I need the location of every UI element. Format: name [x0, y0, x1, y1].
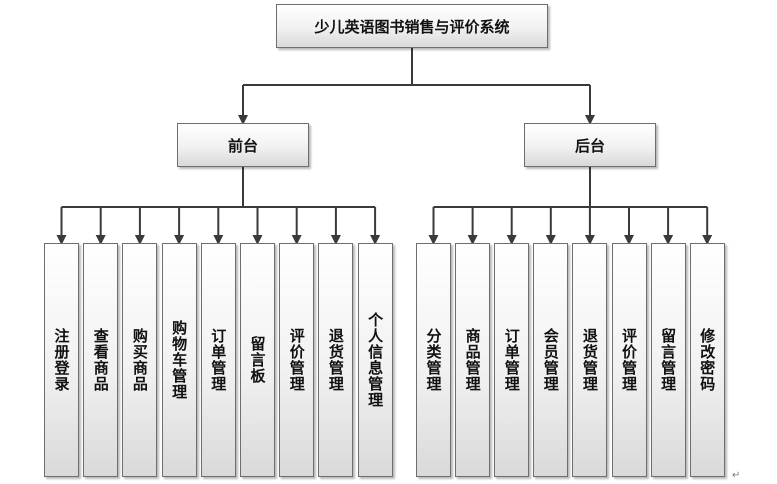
leaf-label: 留言管理 — [659, 328, 678, 392]
branch-label-backend: 后台 — [574, 136, 605, 155]
leaf-node-back-2: 订单管理 — [494, 243, 530, 477]
leaf-label: 修改密码 — [698, 328, 717, 392]
leaf-label: 评价管理 — [620, 328, 638, 392]
leaf-label: 商品管理 — [463, 328, 482, 392]
leaf-node-front-4: 订单管理 — [200, 243, 236, 477]
root-label: 少儿英语图书销售与评价系统 — [314, 17, 510, 36]
leaf-node-front-6: 评价管理 — [279, 243, 315, 477]
leaf-node-front-7: 退货管理 — [318, 243, 354, 477]
leaf-label: 分类管理 — [424, 328, 443, 392]
leaf-node-back-3: 会员管理 — [533, 243, 569, 477]
leaf-node-front-5: 留言板 — [240, 243, 275, 477]
leaf-node-front-3: 购物车管理 — [161, 243, 197, 477]
branch-node-frontend: 前台 — [177, 123, 309, 167]
leaf-node-front-2: 购买商品 — [122, 243, 158, 477]
leaf-node-back-5: 评价管理 — [611, 243, 647, 477]
leaf-node-back-0: 分类管理 — [416, 243, 451, 477]
leaf-node-back-1: 商品管理 — [455, 243, 491, 477]
leaf-label: 退货管理 — [580, 328, 599, 392]
leaf-label: 个人信息管理 — [366, 312, 385, 408]
leaf-node-front-1: 查看商品 — [83, 243, 119, 477]
leaf-label: 订单管理 — [502, 328, 521, 392]
leaf-node-front-8: 个人信息管理 — [357, 243, 393, 477]
leaf-node-back-6: 留言管理 — [650, 243, 686, 477]
leaf-label: 留言板 — [248, 336, 267, 384]
leaf-label: 购物车管理 — [170, 320, 189, 400]
leaf-node-back-4: 退货管理 — [572, 243, 608, 477]
paragraph-mark: ↵ — [732, 470, 741, 481]
leaf-label: 评价管理 — [287, 328, 306, 392]
branch-node-backend: 后台 — [524, 123, 656, 167]
leaf-label: 购买商品 — [130, 328, 149, 392]
leaf-node-front-0: 注册登录 — [44, 243, 79, 477]
leaf-label: 查看商品 — [91, 328, 110, 392]
leaf-node-back-7: 修改密码 — [689, 243, 725, 477]
leaf-label: 退货管理 — [326, 328, 345, 392]
leaf-label: 注册登录 — [52, 328, 71, 392]
leaf-label: 订单管理 — [209, 328, 228, 392]
branch-label-frontend: 前台 — [227, 136, 258, 155]
leaf-label: 会员管理 — [541, 328, 560, 392]
root-node: 少儿英语图书销售与评价系统 — [276, 4, 548, 48]
